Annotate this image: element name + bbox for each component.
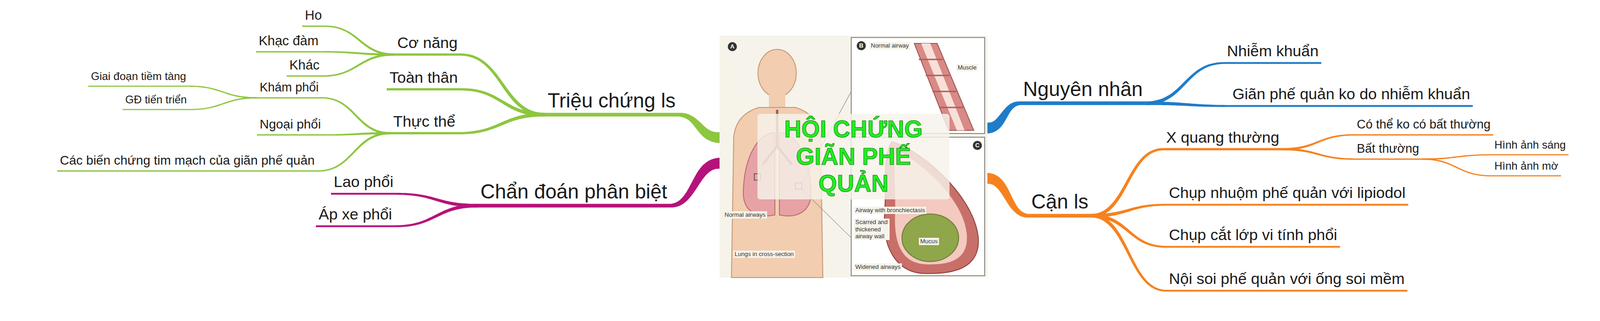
topic-text: Hình ảnh mờ <box>1494 159 1559 173</box>
illustration-label: Lungs in cross-section <box>733 250 795 258</box>
subtopic: Cơ năng <box>394 33 461 57</box>
central-title: HỘI CHỨNG GIÃN PHẾ QUẢN <box>757 113 950 200</box>
branch-line <box>57 132 391 172</box>
subtopic: Các biến chứng tim mạch của giãn phế quả… <box>57 152 318 173</box>
topic-text: Khác <box>289 57 320 74</box>
topic-text: Có thể ko có bất thường <box>1356 117 1491 132</box>
branch-line <box>1091 213 1341 248</box>
branch-line <box>256 132 391 136</box>
branch-line <box>256 51 395 56</box>
branch-line <box>256 96 391 134</box>
topic-text: Các biến chứng tim mạch của giãn phế quả… <box>59 152 315 169</box>
topic-text: Ngoại phổi <box>259 116 321 133</box>
illustration-label: Normal airway <box>869 42 911 50</box>
illustration-ground <box>719 35 988 278</box>
subtopic: Toàn thân <box>386 68 461 92</box>
panel-letter: A <box>727 42 737 52</box>
subtopic: Chụp nhuộm phế quản với lipiodol <box>1166 183 1409 207</box>
main-topic: Chẩn đoán phân biệt <box>477 179 671 209</box>
head <box>757 49 797 97</box>
topic-text: Giãn phế quản ko do nhiễm khuẩn <box>1232 84 1471 104</box>
topic-text: Nhiễm khuẩn <box>1226 41 1319 61</box>
branch-line <box>544 112 720 144</box>
topic-text: Cơ năng <box>397 33 458 53</box>
subtopic: Thực thể <box>390 112 459 136</box>
main-topic: Cận ls <box>1028 189 1092 219</box>
topic-text: Triệu chứng ls <box>547 88 676 113</box>
topic-text: Chẩn đoán phân biệt <box>480 179 668 204</box>
topic-text: Toàn thân <box>389 68 458 87</box>
branch-line <box>286 53 395 77</box>
main-topic: Nguyên nhân <box>1020 77 1146 107</box>
subtopic: Ho <box>302 7 325 28</box>
topic-text: Thực thể <box>393 112 456 131</box>
topic-text: Bất thường <box>1356 141 1419 156</box>
topic-text: Khạc đàm <box>258 32 319 49</box>
subtopic: Nội soi phế quản với ống soi mềm <box>1166 269 1408 293</box>
subtopic: Khác <box>286 57 323 78</box>
panel-letter: B <box>856 41 866 51</box>
branch-line <box>330 192 478 208</box>
branch-line <box>1421 154 1569 160</box>
branch-line <box>1091 213 1408 292</box>
illustration-label: Scarred and thickened airway wall <box>853 218 890 240</box>
topic-text: Ho <box>304 7 322 24</box>
subtopic: Giai đoạn tiềm tàng <box>88 69 189 88</box>
topic-text: Nguyên nhân <box>1023 77 1143 102</box>
subtopic: Khạc đàm <box>256 32 322 54</box>
illustration-label: Normal airways <box>723 211 768 219</box>
topic-text: GĐ tiến triển <box>125 93 187 107</box>
illustration-label: Mucus <box>918 237 939 246</box>
branch-line <box>1091 148 1283 218</box>
topic-text: Nội soi phế quản với ống soi mềm <box>1168 269 1405 288</box>
subtopic: X quang thường <box>1163 128 1282 152</box>
subtopic: Khám phổi <box>256 80 322 100</box>
branch-line <box>1421 158 1561 176</box>
topic-text: Chụp cắt lớp vi tính phổi <box>1168 225 1338 245</box>
topic-text: Cận ls <box>1031 189 1089 214</box>
subtopic: Chụp cắt lớp vi tính phổi <box>1166 225 1340 249</box>
subtopic: Lao phổi <box>330 172 396 196</box>
branch-line <box>987 172 1092 218</box>
illustration-label: Widened airways <box>853 263 902 271</box>
topic-text: Lao phổi <box>333 172 394 192</box>
branch-line <box>1091 203 1409 218</box>
subtopic: Bất thường <box>1354 141 1422 161</box>
illustration-label: Muscle <box>956 64 978 72</box>
subtopic: Hình ảnh mờ <box>1491 159 1562 178</box>
panel-letter: C <box>972 140 982 150</box>
topic-text: Giai đoạn tiềm tàng <box>90 69 187 84</box>
topic-text: X quang thường <box>1166 128 1280 147</box>
branch-line <box>477 157 720 208</box>
central-topic: HỘI CHỨNG GIÃN PHẾ QUẢN <box>719 35 988 278</box>
topic-text: Chụp nhuộm phế quản với lipiodol <box>1168 183 1406 203</box>
mucus <box>901 213 959 262</box>
branch-line <box>315 203 478 228</box>
subtopic: Áp xe phổi <box>315 204 395 229</box>
subtopic: Hình ảnh sáng <box>1491 138 1569 157</box>
illustration-label: Airway with bronchiectasis <box>853 206 927 214</box>
topic-text: Khám phổi <box>259 80 319 95</box>
topic-text: Áp xe phổi <box>318 204 393 224</box>
subtopic: Có thể ko có bất thường <box>1354 117 1494 137</box>
subtopic: Nhiễm khuẩn <box>1224 41 1322 65</box>
subtopic: GĐ tiến triển <box>122 93 190 112</box>
subtopic: Ngoại phổi <box>256 116 324 137</box>
branch-line <box>386 88 545 117</box>
branch-line <box>987 101 1146 134</box>
main-topic: Triệu chứng ls <box>544 88 679 118</box>
topic-text: Hình ảnh sáng <box>1494 138 1566 152</box>
subtopic: Giãn phế quản ko do nhiễm khuẩn <box>1229 84 1473 108</box>
